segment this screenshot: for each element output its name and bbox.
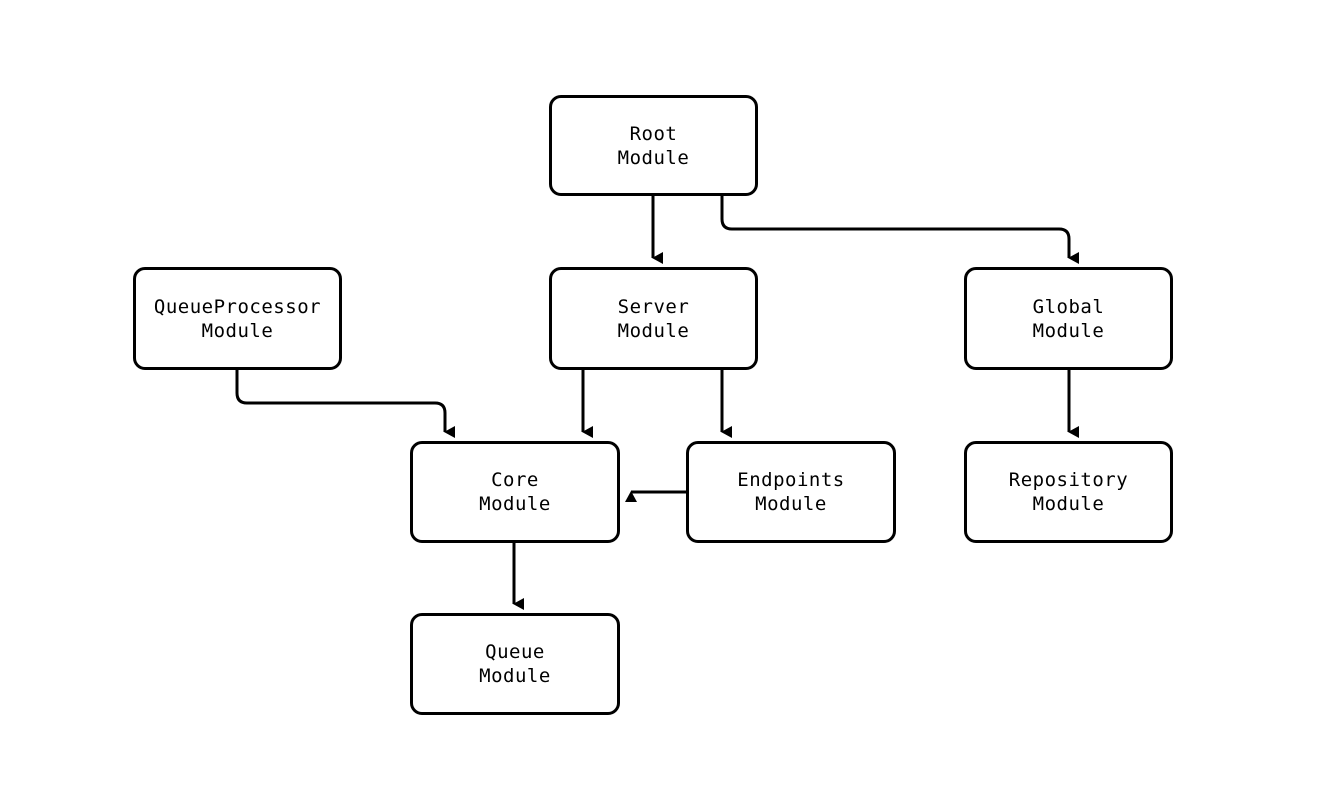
node-queue-kind: Module [479,665,551,687]
node-global-name: Global [1032,295,1105,318]
edge-root-to-global [720,196,1079,264]
node-endpoints-name: Endpoints [737,469,845,491]
node-queue-name: Queue [485,641,545,663]
node-repository-name: Repository [1008,469,1129,491]
node-endpoints-kind: Module [755,493,827,515]
node-root-name: Root [629,122,678,145]
node-root-kind: Module [617,146,690,169]
node-global-kind: Module [1032,319,1105,342]
node-queueprocessor-name: QueueProcessor [153,295,322,318]
node-queueprocessor-kind: Module [201,319,274,342]
edge-queueprocessor-to-core [235,370,455,438]
node-server-name: Server [617,295,690,318]
node-repository-kind: Module [1032,493,1105,515]
node-core-name: Core [491,469,539,491]
node-core-kind: Module [479,493,551,515]
node-server-kind: Module [617,319,690,342]
